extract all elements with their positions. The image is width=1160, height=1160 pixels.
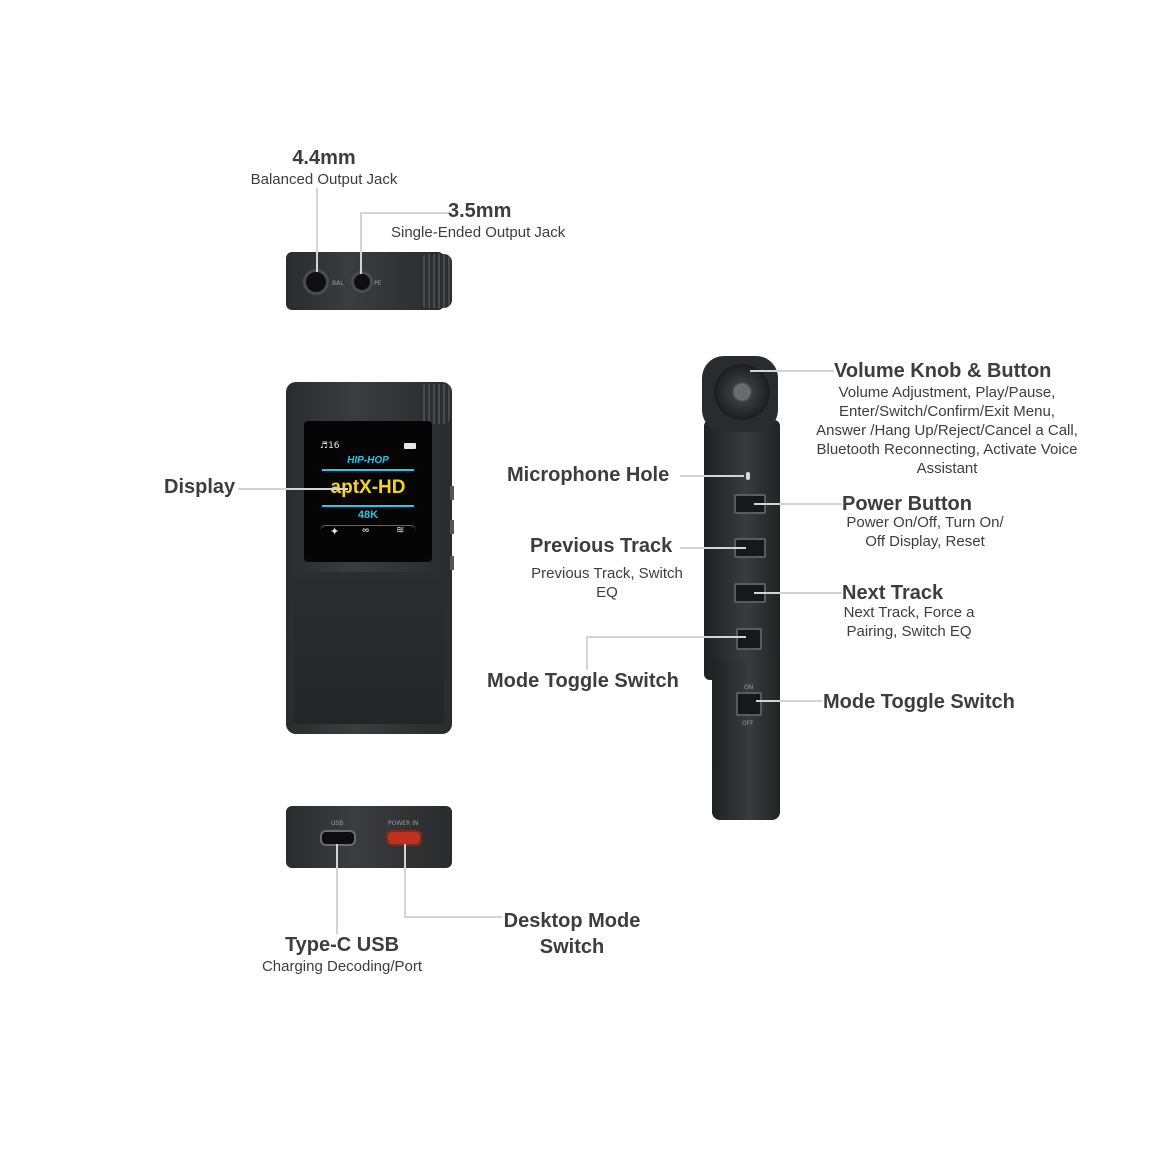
usb-desc: Charging Decoding/Port xyxy=(261,958,423,975)
usb-mark: USB xyxy=(331,820,344,827)
usb-title: Type-C USB xyxy=(284,934,400,956)
balanced-jack-desc: Balanced Output Jack xyxy=(250,171,398,188)
balanced-jack-title: 4.4mm xyxy=(292,147,356,169)
bluetooth-icon: ✦ xyxy=(330,526,340,538)
previous-track-title: Previous Track xyxy=(530,535,673,557)
screen-bottom-bar xyxy=(320,525,416,540)
speaker-icon: ♬ xyxy=(320,441,329,451)
volume-knob-desc-3: Answer /Hang Up/Reject/Cancel a Call, xyxy=(816,422,1078,439)
front-side-button-3 xyxy=(450,556,454,570)
balanced-jack-leader xyxy=(316,188,318,272)
volume-knob xyxy=(714,364,770,420)
desktop-leader-h xyxy=(404,916,502,918)
logo-icon: ∞ xyxy=(362,525,370,536)
volume-knob-desc-5: Assistant xyxy=(916,460,978,477)
next-track-leader xyxy=(754,592,842,594)
volume-knob-title: Volume Knob & Button xyxy=(834,360,1052,382)
single-jack-leader-h xyxy=(360,212,450,214)
volume-knob-leader xyxy=(750,370,834,372)
power-button-leader xyxy=(754,503,842,505)
previous-track-desc-2: EQ xyxy=(596,584,618,601)
front-side-button-2 xyxy=(450,520,454,534)
desktop-leader-v xyxy=(404,844,406,918)
mode-toggle-left-leader-h xyxy=(586,636,746,638)
next-track-title: Next Track xyxy=(842,582,944,604)
mode-toggle-left-leader-v xyxy=(586,636,588,670)
battery-icon xyxy=(404,443,416,449)
usb-port xyxy=(320,830,356,846)
off-mark: OFF xyxy=(742,720,754,727)
power-button-desc-2: Off Display, Reset xyxy=(865,533,985,550)
desktop-mode-title-2: Switch xyxy=(539,936,605,958)
microphone-hole xyxy=(746,472,750,480)
mode-toggle-switch-shape-2 xyxy=(736,692,762,716)
on-mark: ON xyxy=(744,684,754,691)
usb-leader xyxy=(336,844,338,934)
mode-toggle-right-leader xyxy=(756,700,822,702)
volume-knob-desc-1: Volume Adjustment, Play/Pause, xyxy=(838,384,1056,401)
top-view-knob xyxy=(420,254,452,308)
pe-mark: PE xyxy=(374,280,382,287)
previous-track-desc-1: Previous Track, Switch xyxy=(531,565,683,582)
display-leader xyxy=(238,488,348,490)
front-knob xyxy=(420,384,450,424)
single-jack-leader-v xyxy=(360,212,362,274)
codec-upper-rule xyxy=(322,469,414,471)
single-jack-desc: Single-Ended Output Jack xyxy=(391,224,566,241)
signal-icon: ≋ xyxy=(396,525,405,536)
volume-knob-desc-2: Enter/Switch/Confirm/Exit Menu, xyxy=(839,403,1055,420)
front-side-button-1 xyxy=(450,486,454,500)
mode-toggle-right-title: Mode Toggle Switch xyxy=(823,691,1015,713)
volume-knob-desc-4: Bluetooth Reconnecting, Activate Voice xyxy=(816,441,1078,458)
previous-track-leader xyxy=(680,547,746,549)
mode-toggle-switch-shape-1 xyxy=(736,628,762,650)
mode-toggle-left-title: Mode Toggle Switch xyxy=(487,670,679,692)
power-button-title: Power Button xyxy=(842,493,972,515)
volume-level: 16 xyxy=(328,441,340,451)
power-button-desc-1: Power On/Off, Turn On/ xyxy=(846,514,1004,531)
front-lower-panel xyxy=(294,572,444,724)
display-screen: ♬16 HIP-HOP aptX-HD 48K ✦ ∞ ≋ xyxy=(304,421,432,562)
balanced-jack-hole xyxy=(303,269,329,295)
volume-readout: ♬16 xyxy=(320,441,340,451)
display-title: Display xyxy=(164,476,236,498)
next-track-desc-2: Pairing, Switch EQ xyxy=(846,623,972,640)
rate-label: 48K xyxy=(357,509,379,521)
power-in-mark: POWER IN xyxy=(388,820,419,827)
genre-label: HIP-HOP xyxy=(347,455,389,466)
microphone-leader xyxy=(680,475,744,477)
side-view-body-lower xyxy=(712,660,780,820)
bottom-view-device xyxy=(286,806,452,868)
codec-label: aptX-HD xyxy=(330,477,406,498)
next-track-desc-1: Next Track, Force a xyxy=(843,604,975,621)
codec-lower-rule xyxy=(322,505,414,507)
single-jack-title: 3.5mm xyxy=(448,200,512,222)
microphone-title: Microphone Hole xyxy=(507,464,670,486)
single-ended-jack-hole xyxy=(351,271,373,293)
bal-mark: BAL xyxy=(332,280,344,287)
desktop-mode-title-1: Desktop Mode xyxy=(503,910,641,932)
